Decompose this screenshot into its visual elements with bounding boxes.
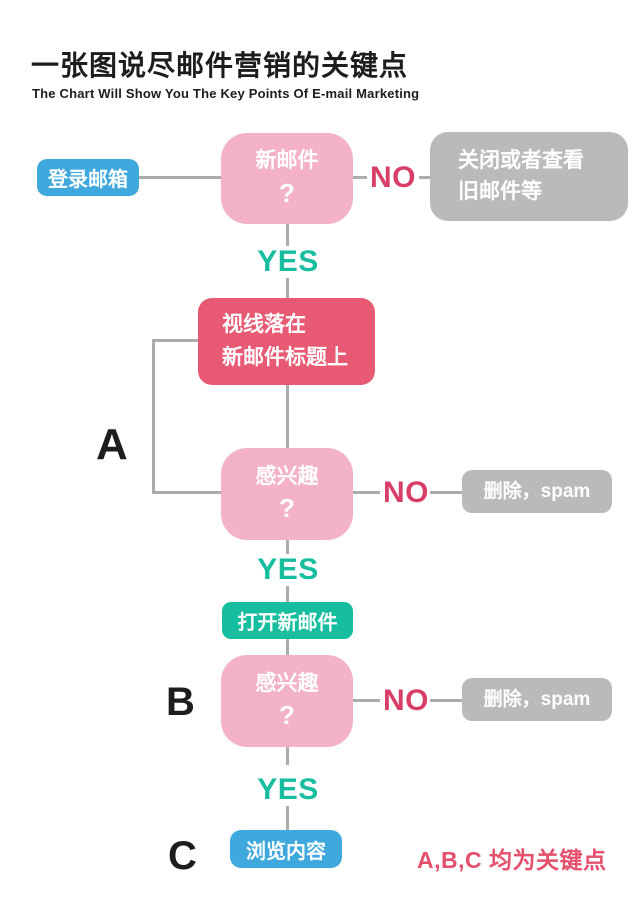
question-mark: ?: [279, 700, 295, 730]
label-no-3: NO: [383, 684, 429, 717]
open-mail-label: 打开新邮件: [237, 612, 338, 634]
node-interested-question-2: 感兴趣 ?: [221, 655, 353, 747]
label-no-2: NO: [383, 476, 429, 509]
connector-interested1-to-yes2: [286, 540, 289, 554]
connector-yes1-to-gaze: [286, 278, 289, 298]
browse-content-label: 浏览内容: [246, 840, 326, 863]
marker-b: B: [166, 680, 195, 724]
connector-yes2-to-openmail: [286, 586, 289, 602]
page-title: 一张图说尽邮件营销的关键点: [31, 50, 409, 81]
node-close-old-mail: 关闭或者查看 旧邮件等: [430, 132, 628, 221]
connector-login-to-newmail: [139, 176, 221, 179]
connector-no1-to-closeold: [419, 176, 432, 179]
gaze-title-line2: 新邮件标题上: [222, 345, 348, 369]
connector-yes3-to-browse: [286, 806, 289, 830]
bracket-a-vertical: [152, 339, 155, 494]
note-abc-keypoints: A,B,C 均为关键点: [417, 847, 607, 873]
node-interested-question-1: 感兴趣 ?: [221, 448, 353, 540]
node-delete-spam-1: 删除，spam: [462, 470, 612, 513]
connector-no3-to-delete2: [430, 699, 462, 702]
marker-a: A: [96, 420, 128, 469]
bracket-a-top: [152, 339, 198, 342]
delete-spam1-label: 删除，spam: [483, 480, 591, 502]
delete-spam2-label: 删除，spam: [483, 688, 591, 710]
marker-c: C: [168, 834, 197, 878]
new-mail-question-text: 新邮件: [255, 149, 319, 173]
bracket-a-bottom: [152, 491, 221, 494]
node-login-mailbox: 登录邮箱: [37, 159, 139, 196]
connector-interested1-to-no2: [353, 491, 380, 494]
interested1-text: 感兴趣: [255, 464, 319, 488]
label-yes-3: YES: [257, 773, 319, 806]
node-browse-content: 浏览内容: [230, 830, 342, 868]
label-yes-2: YES: [257, 553, 319, 586]
label-yes-1: YES: [257, 245, 319, 278]
connector-no2-to-delete1: [430, 491, 462, 494]
label-no-1: NO: [370, 161, 416, 194]
node-open-new-mail: 打开新邮件: [222, 602, 353, 639]
page-subtitle: The Chart Will Show You The Key Points O…: [32, 86, 420, 101]
node-delete-spam-2: 删除，spam: [462, 678, 612, 721]
interested2-text: 感兴趣: [255, 671, 319, 695]
close-old-mail-line1: 关闭或者查看: [458, 149, 584, 173]
connector-newmail-to-no1: [353, 176, 367, 179]
connector-interested2-to-no3: [353, 699, 380, 702]
question-mark: ?: [279, 493, 295, 523]
node-gaze-on-title: 视线落在 新邮件标题上: [198, 298, 375, 385]
gaze-title-line1: 视线落在: [222, 312, 306, 336]
connector-newmail-to-yes1: [286, 224, 289, 246]
question-mark: ?: [279, 177, 295, 208]
node-new-mail-question: 新邮件 ?: [221, 133, 353, 224]
connector-openmail-to-interested2: [286, 639, 289, 655]
connector-interested2-to-yes3: [286, 747, 289, 765]
close-old-mail-line2: 旧邮件等: [458, 179, 542, 203]
connector-gaze-to-interested1: [286, 385, 289, 448]
node-login-label: 登录邮箱: [48, 169, 128, 191]
